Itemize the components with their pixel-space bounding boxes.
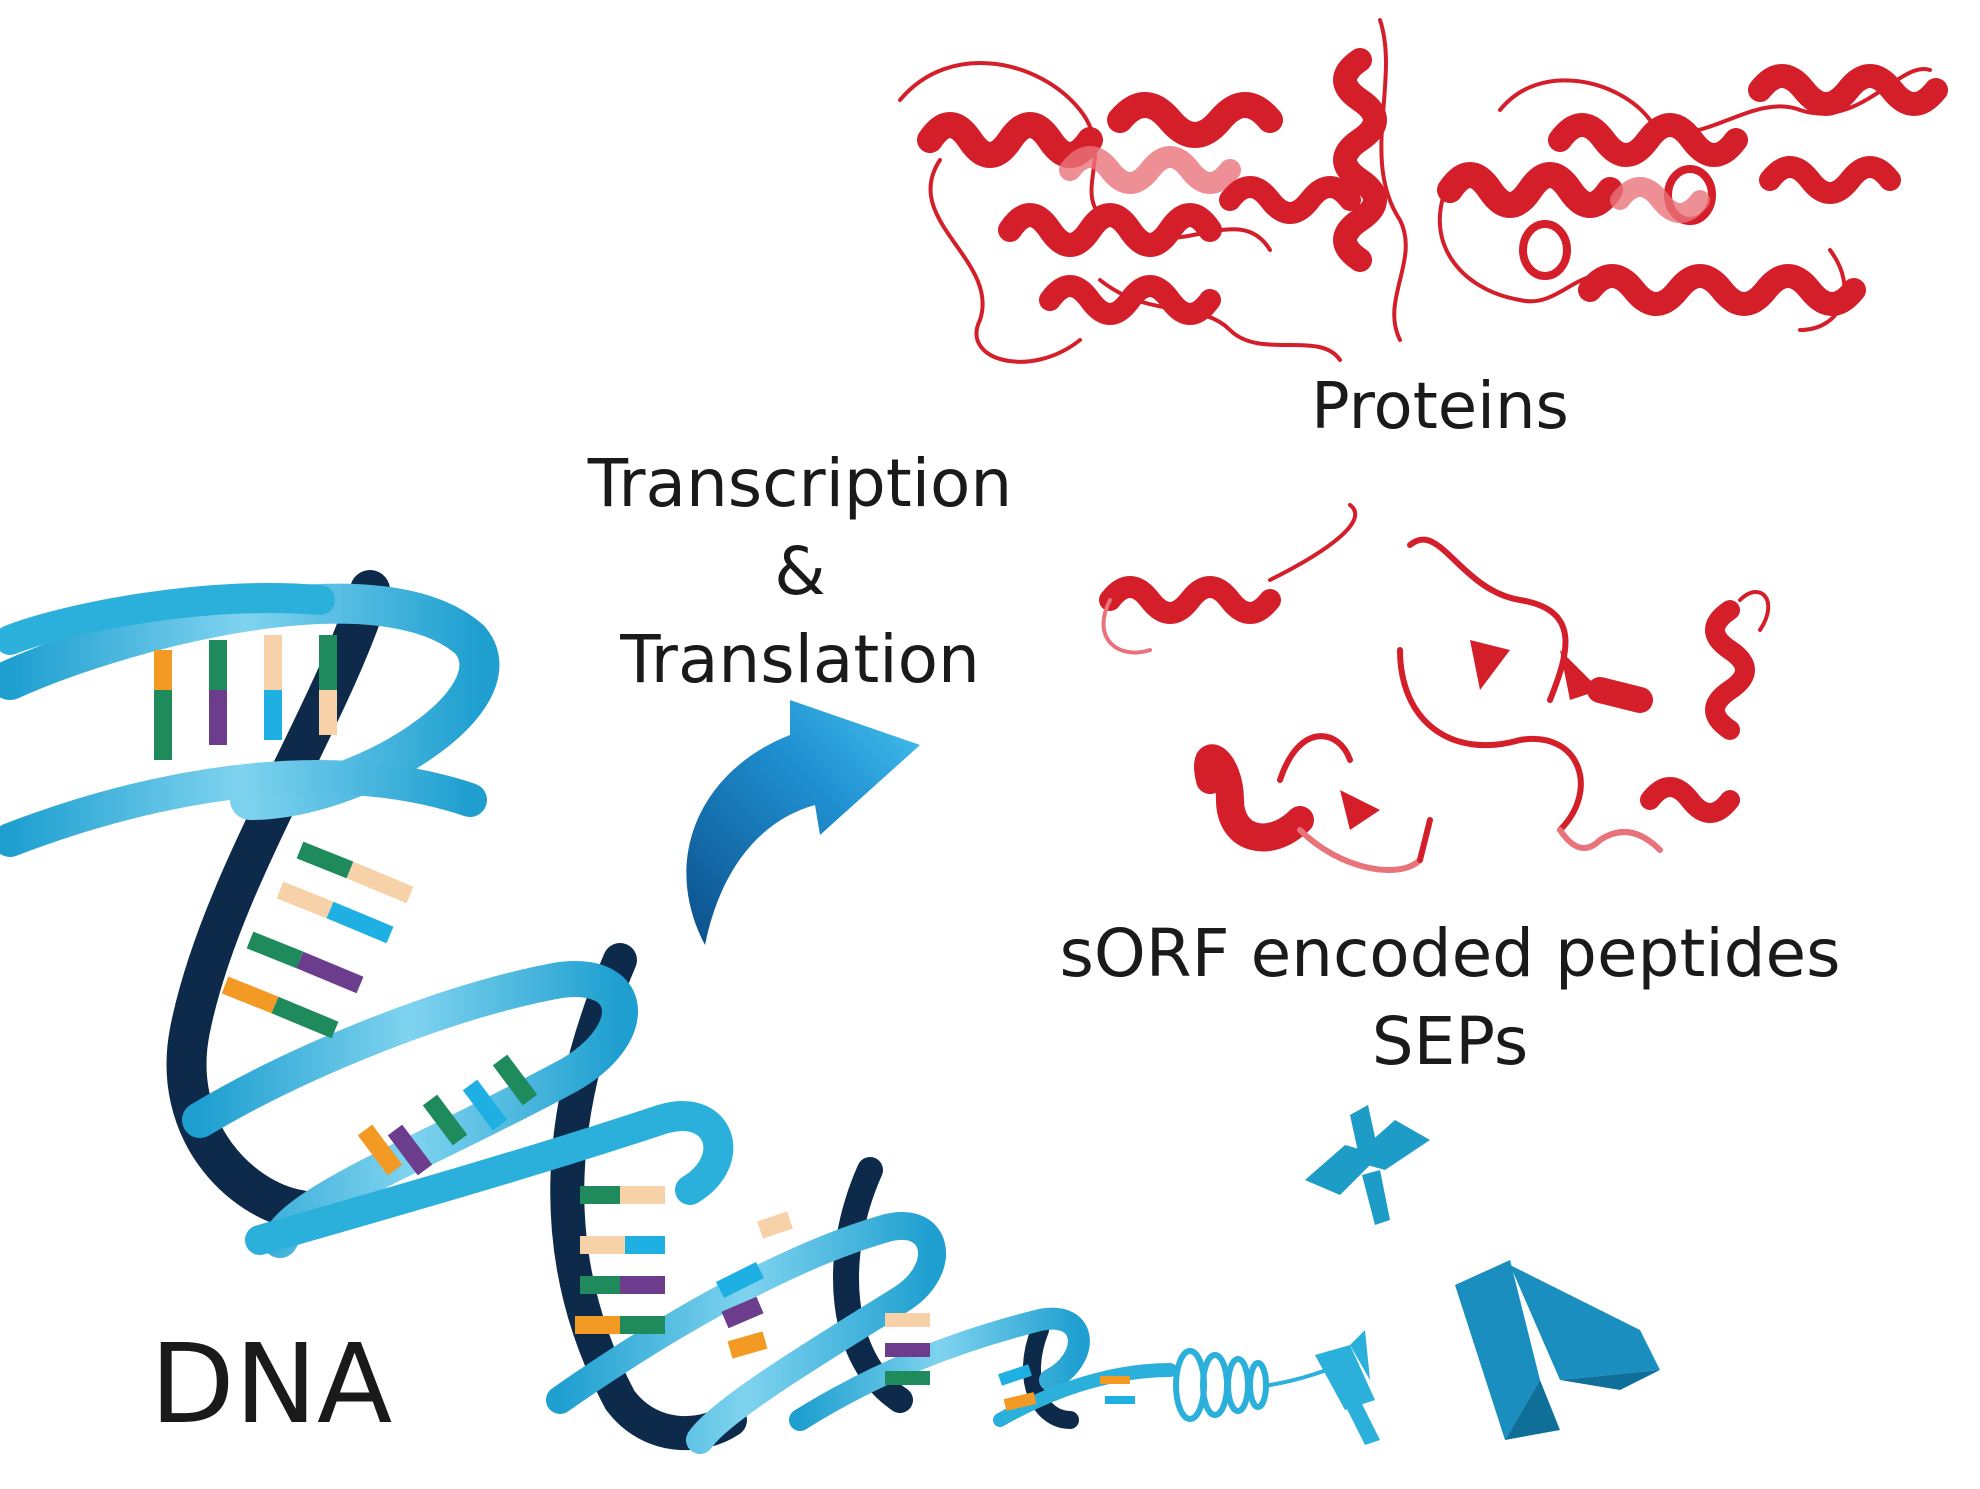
transcription-text: Transcription [587, 445, 1013, 522]
seps-line2: SEPs [1371, 1003, 1529, 1080]
dna-base-pairs [154, 635, 1135, 1411]
translation-text: Translation [620, 621, 980, 698]
transcription-translation-label: Transcription & Translation [540, 440, 1060, 704]
protein-structure-right [1437, 64, 1948, 332]
curved-arrow-icon [686, 700, 920, 945]
chromosome-icon [1305, 1105, 1430, 1225]
seps-line1: sORF encoded peptides [1059, 915, 1841, 992]
dna-label: DNA [150, 1320, 393, 1448]
chromosome-icon [1455, 1260, 1660, 1440]
chromosome-icon [1315, 1330, 1380, 1445]
protein-structure-left [898, 18, 1408, 364]
dna-double-helix-icon [0, 570, 1352, 1454]
proteins-label: Proteins [1311, 370, 1569, 444]
peptide-structures [1099, 503, 1771, 873]
seps-label: sORF encoded peptides SEPs [1000, 910, 1900, 1086]
ampersand-text: & [774, 533, 826, 610]
